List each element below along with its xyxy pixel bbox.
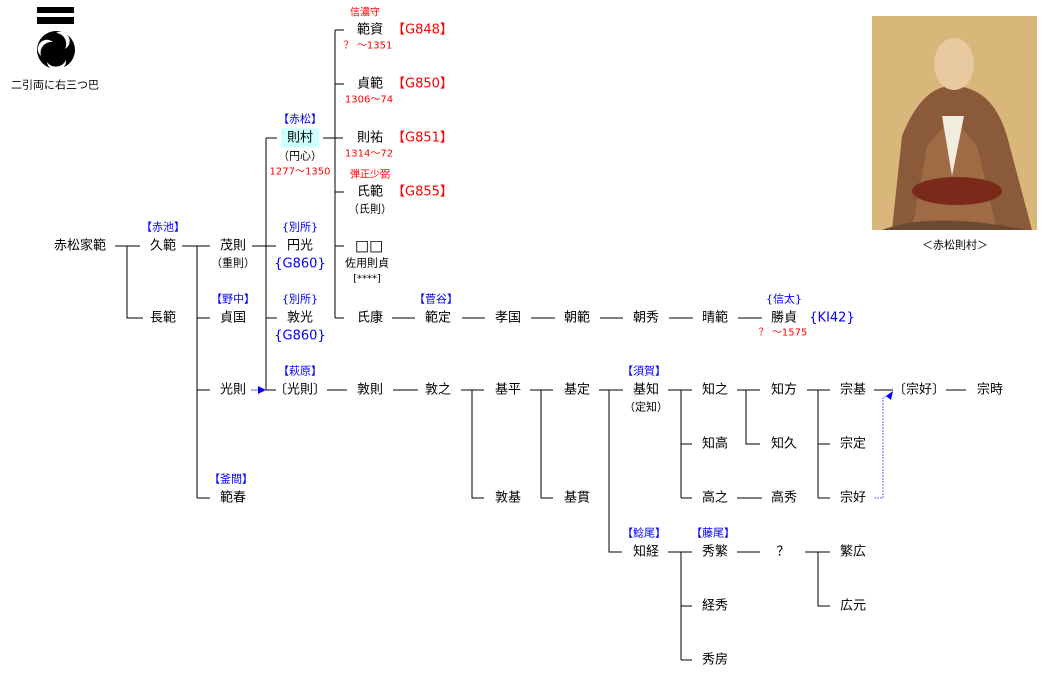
life-years: 1277～1350	[269, 166, 331, 178]
clan-label: {別所}	[282, 220, 318, 234]
person-munetoki: 宗時	[976, 382, 1004, 398]
life-years: 1306～74	[344, 94, 394, 106]
person-tomoyuki: 知之	[701, 382, 729, 398]
person-sadakuni: 貞国	[219, 310, 247, 326]
alt-name: 佐用則貞	[345, 256, 389, 270]
person-hideshige: 秀繁	[701, 544, 729, 560]
person-atsumitsu: 敦光	[286, 310, 314, 326]
mitsudomoe-crest-icon	[37, 7, 75, 71]
person-ujinori: 氏範	[356, 184, 384, 200]
person-tomonori: 朝範	[563, 310, 591, 326]
note: [****]	[353, 273, 381, 285]
person-norisuke2: 則祐	[356, 130, 384, 146]
person-tomotsune: 知経	[632, 544, 660, 560]
life-years: 1314～72	[344, 148, 394, 160]
clan-label: 【野中】	[211, 292, 255, 306]
clan-label: 【須賀】	[622, 364, 666, 378]
person-sadanori: 貞範	[356, 76, 384, 92]
person-norisada: 範定	[424, 310, 452, 326]
person-takahide: 高秀	[770, 490, 798, 506]
portrait-painting	[872, 16, 1037, 230]
person-unknown: □□	[354, 236, 384, 255]
person-ujiyasu: 氏康	[356, 310, 384, 326]
alt-name: （氏則）	[348, 202, 392, 216]
portrait-image	[872, 16, 1037, 230]
person-shigehiro: 繁広	[839, 544, 867, 560]
reference-code: {G860}	[274, 328, 326, 344]
title: 弾正少弼	[350, 169, 390, 181]
person-mitsunori: 光則	[219, 382, 247, 398]
person-tomotaka: 知高	[701, 436, 729, 452]
person-muneyoshi-adopted: 〔宗好〕	[892, 382, 946, 398]
life-years: ？ ～1351	[343, 40, 393, 52]
person-ienori: 赤松家範	[53, 238, 107, 254]
person-naganori: 長範	[149, 310, 177, 326]
person-tomohide: 朝秀	[632, 310, 660, 326]
person-norimura: 則村	[280, 128, 320, 148]
person-tsunehide: 経秀	[701, 598, 729, 614]
person-mototomo: 基知	[632, 382, 660, 398]
person-hidefusa: 秀房	[701, 652, 729, 668]
person-hisanori: 久範	[149, 238, 177, 254]
clan-label: {別所}	[282, 292, 318, 306]
person-noriharu: 範春	[219, 490, 247, 506]
clan-label: 【赤池】	[141, 220, 185, 234]
clan-label: 【藤尾】	[691, 526, 735, 540]
title: 信濃守	[350, 7, 380, 19]
alt-name: （定知）	[624, 400, 668, 414]
person-munemoto: 宗基	[839, 382, 867, 398]
person-katsusada: 勝貞	[770, 310, 798, 326]
person-shigenori: 茂則	[219, 238, 247, 254]
person-norisuke: 範資	[356, 22, 384, 38]
clan-label: 【鯰尾】	[622, 526, 666, 540]
reference-code: 【G855】	[392, 184, 453, 200]
clan-label: 【釜間】	[209, 472, 253, 486]
crest-caption: 二引両に右三つ巴	[11, 78, 99, 92]
person-harunori: 晴範	[701, 310, 729, 326]
clan-label: {信太}	[766, 292, 802, 306]
person-muneyoshi: 宗好	[839, 490, 867, 506]
adoption-arrow	[251, 386, 266, 394]
person-unknown-q: ？	[776, 544, 790, 560]
person-munesada: 宗定	[839, 436, 867, 452]
person-atsumoto: 敦基	[494, 490, 522, 506]
reference-code: 【G851】	[392, 130, 453, 146]
reference-code: {KI42}	[809, 310, 855, 326]
life-years: ？ ～1575	[758, 327, 808, 339]
clan-label: 【菅谷】	[414, 292, 458, 306]
person-motohira: 基平	[494, 382, 522, 398]
reference-code: {G860}	[274, 256, 326, 272]
person-takayuki: 高之	[701, 490, 729, 506]
alt-name: （重則）	[211, 256, 255, 270]
person-tomokata: 知方	[770, 382, 798, 398]
person-enko: 円光	[286, 238, 314, 254]
reference-code: 【G848】	[392, 22, 453, 38]
person-mitsunori-adopted: 〔光則〕	[273, 382, 327, 398]
clan-label: 【赤松】	[278, 112, 322, 126]
person-tomohisa: 知久	[770, 436, 798, 452]
reference-code: 【G850】	[392, 76, 453, 92]
alt-name: （円心）	[278, 149, 322, 163]
person-takakuni: 孝国	[494, 310, 522, 326]
person-atsuyuki: 敦之	[424, 382, 452, 398]
clan-label: 【萩原】	[278, 364, 322, 378]
person-motosada: 基定	[563, 382, 591, 398]
portrait-caption: ＜赤松則村＞	[922, 238, 988, 252]
adoption-arrow-dashed	[874, 391, 893, 499]
person-hiromoto: 広元	[839, 598, 867, 614]
person-atsunori: 敦則	[356, 382, 384, 398]
person-motonuki: 基貫	[563, 490, 591, 506]
